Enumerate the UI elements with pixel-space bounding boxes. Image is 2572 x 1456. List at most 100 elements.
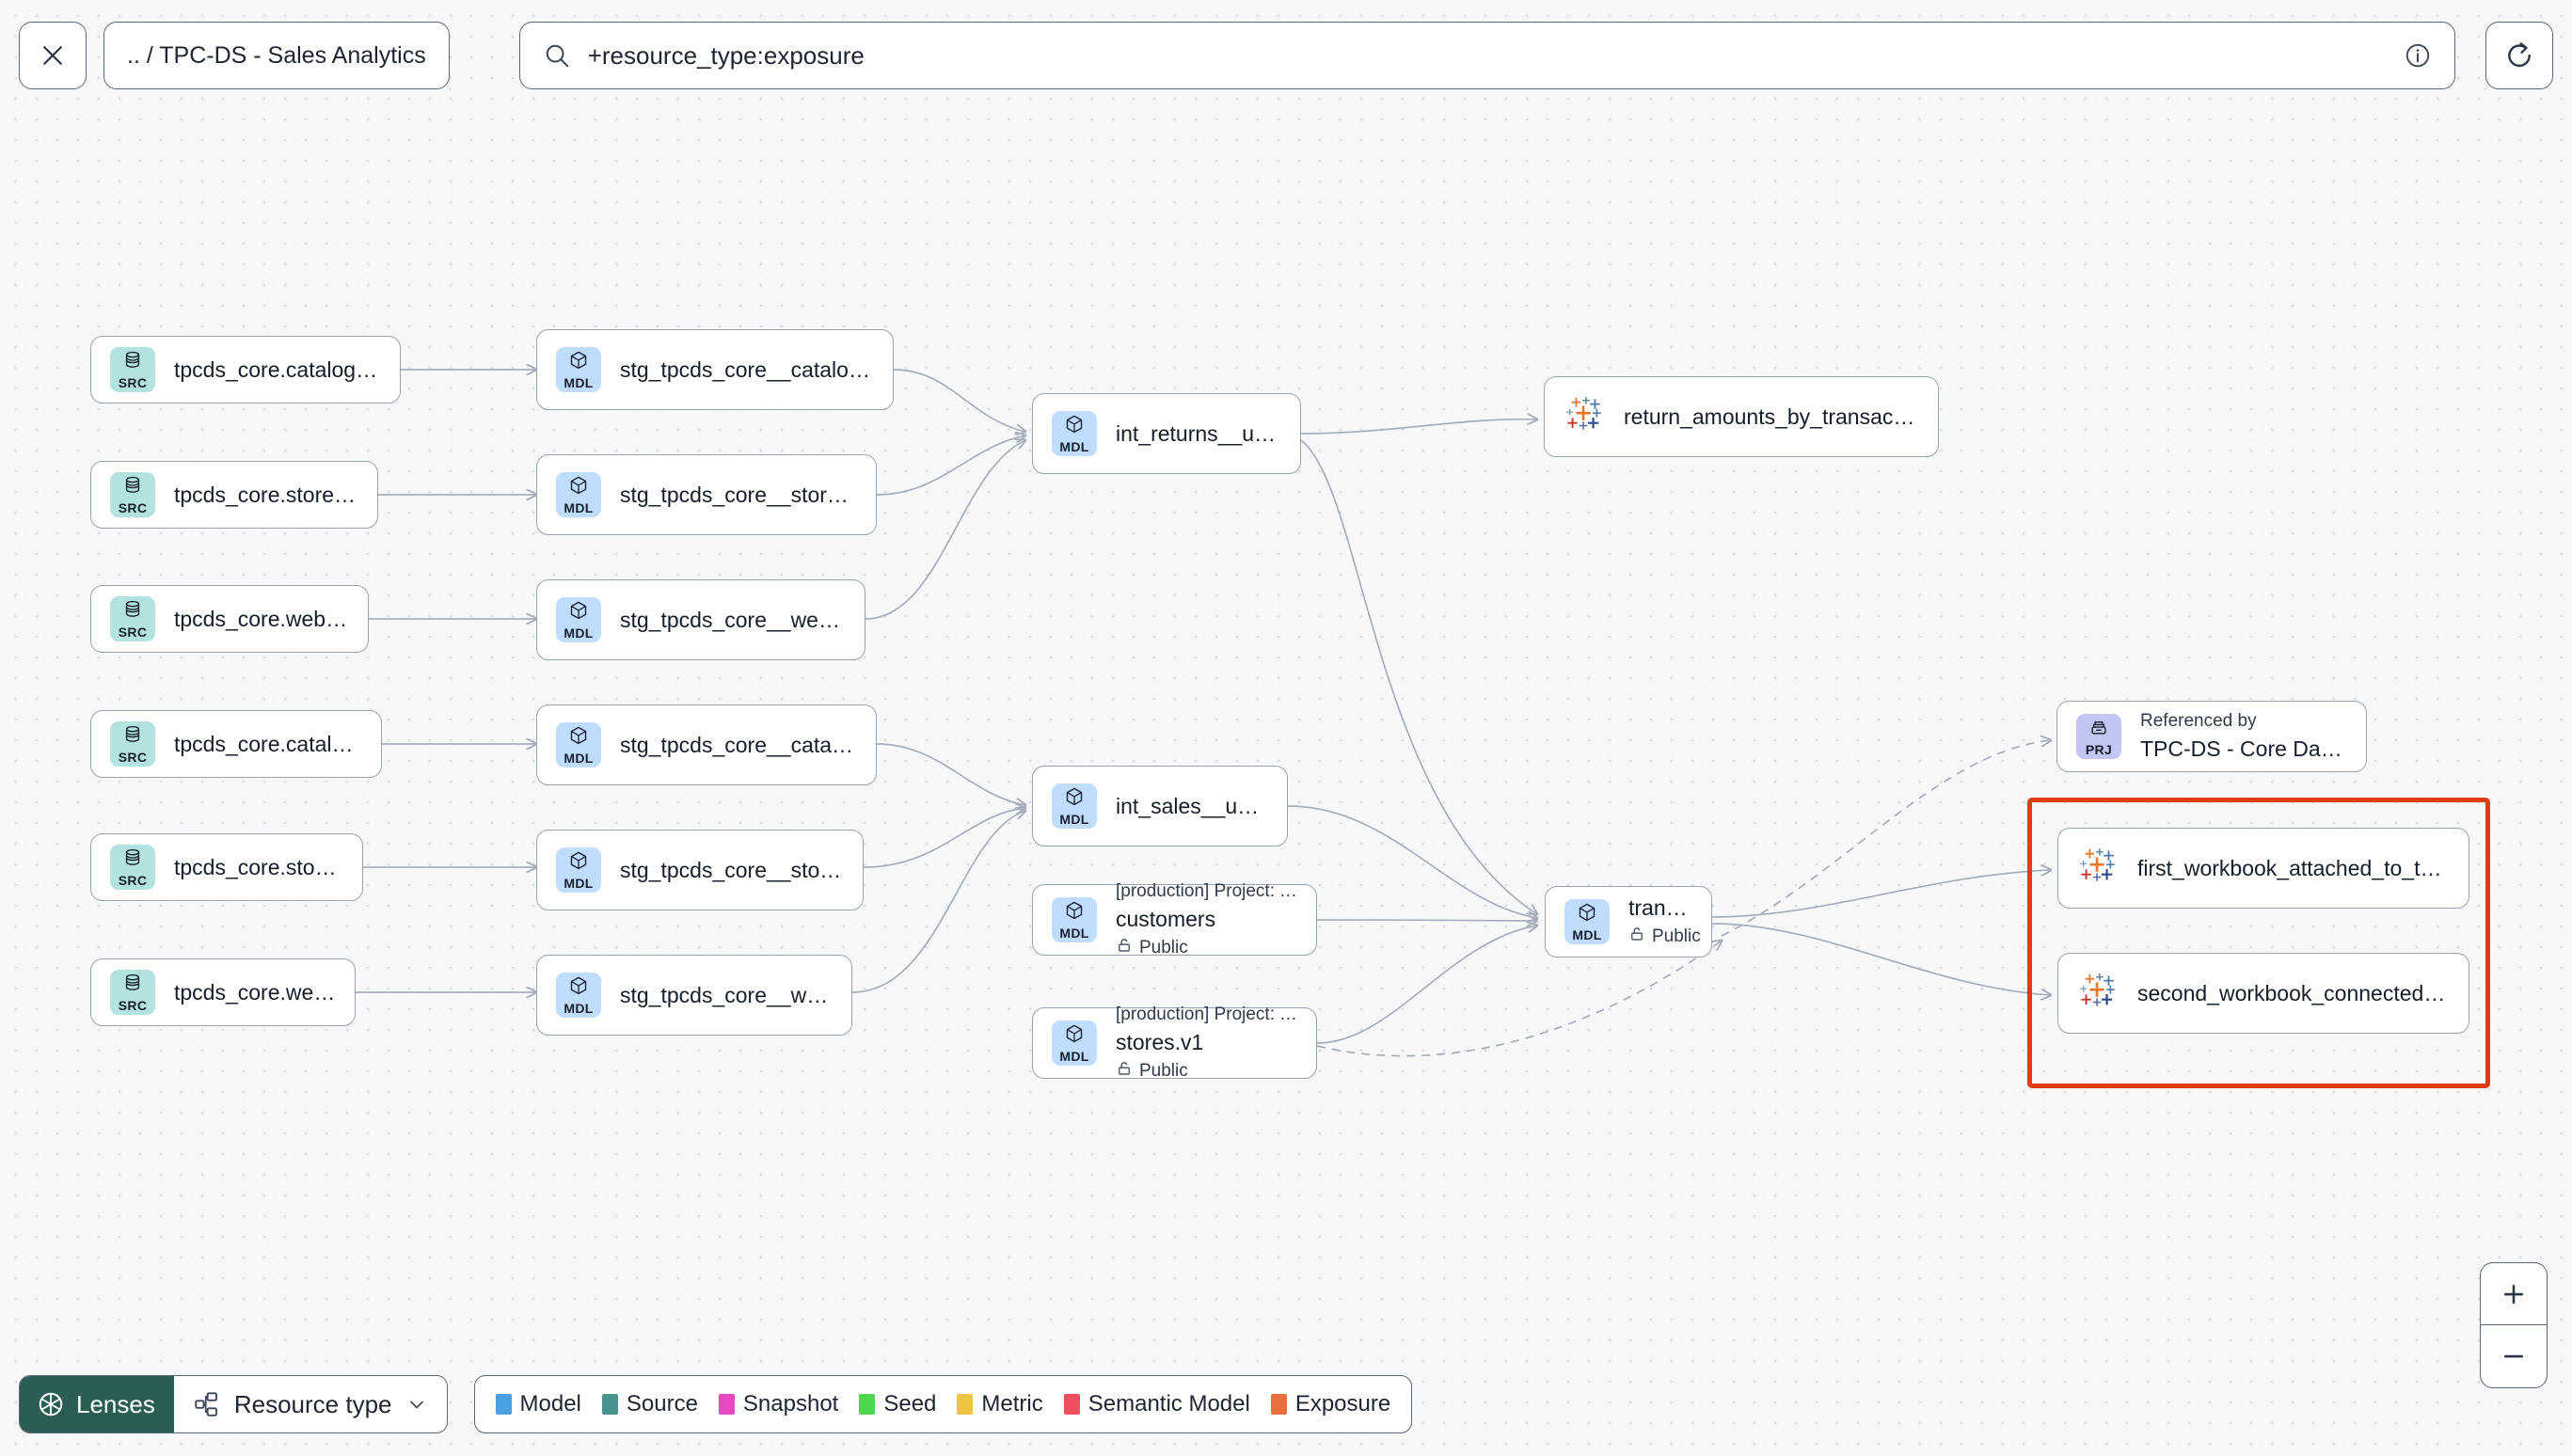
model-badge: MDL <box>556 472 601 517</box>
close-button[interactable] <box>19 22 87 89</box>
legend-label: Model <box>519 1391 581 1416</box>
zoom-out-button[interactable] <box>2481 1325 2547 1387</box>
node-title: return_amounts_by_transaction_type <box>1624 404 1919 429</box>
model-badge: MDL <box>1564 899 1610 944</box>
badge-label: SRC <box>118 873 148 888</box>
lineage-node-stg-web-sales[interactable]: MDL stg_tpcds_core__web_sales <box>536 955 852 1036</box>
badge-label: MDL <box>1059 439 1089 454</box>
legend-swatch <box>718 1394 735 1415</box>
legend-swatch <box>1270 1394 1287 1415</box>
node-body: tpcds_core.web_returns <box>174 607 349 632</box>
node-title: stores.v1 <box>1116 1029 1204 1054</box>
cube-icon <box>568 350 589 375</box>
legend-item-source[interactable]: Source <box>601 1391 698 1417</box>
project-badge: PRJ <box>2076 714 2121 759</box>
model-badge: MDL <box>556 847 601 893</box>
breadcrumb[interactable]: .. / TPC-DS - Sales Analytics <box>103 22 450 89</box>
node-title: tpcds_core.web_returns <box>174 606 349 631</box>
lineage-node-mdl-customers[interactable]: MDL[production] Project: TPC-DS - Core D… <box>1032 880 1317 959</box>
legend-item-metric[interactable]: Metric <box>957 1391 1043 1417</box>
model-badge: MDL <box>1052 1021 1097 1066</box>
badge-label: PRJ <box>2085 742 2113 757</box>
node-body: tpcds_core.catalog_sales <box>174 732 362 757</box>
chevron-down-icon <box>409 1401 423 1409</box>
search-bar[interactable]: +resource_type:exposure <box>518 22 2455 89</box>
badge-label: MDL <box>1572 927 1602 942</box>
legend-item-model[interactable]: Model <box>495 1391 581 1417</box>
node-body: stg_tpcds_core__web_returns <box>620 608 846 633</box>
close-icon <box>43 46 62 65</box>
zoom-controls[interactable] <box>2480 1262 2548 1388</box>
minus-icon <box>2503 1354 2524 1358</box>
model-badge: MDL <box>1052 411 1097 456</box>
lenses-button[interactable]: Lenses <box>20 1376 174 1432</box>
database-icon <box>122 724 143 750</box>
search-input[interactable]: +resource_type:exposure <box>587 40 865 70</box>
model-badge: MDL <box>1052 783 1097 829</box>
node-title: second_workbook_connected_to_live… <box>2137 980 2450 1005</box>
lineage-node-src-catalog-sales[interactable]: SRC tpcds_core.catalog_sales <box>90 710 382 778</box>
legend-item-exposure[interactable]: Exposure <box>1270 1391 1390 1417</box>
zoom-in-button[interactable] <box>2481 1263 2547 1325</box>
badge-label: MDL <box>564 500 594 515</box>
lock-icon <box>1116 1060 1133 1083</box>
lineage-node-exp-second-workbook[interactable]: second_workbook_connected_to_live… <box>2057 953 2469 1034</box>
node-title: TPC-DS - Core Data Models <box>2140 736 2347 761</box>
node-title: tpcds_core.store_sales <box>174 854 343 879</box>
node-title: int_returns__unioned <box>1116 420 1281 446</box>
node-title: stg_tpcds_core__store_sales <box>620 857 844 882</box>
node-body: tpcds_core.web_sales <box>174 980 336 1005</box>
lineage-node-src-store-sales[interactable]: SRC tpcds_core.store_sales <box>90 833 363 901</box>
refresh-button[interactable] <box>2485 22 2553 89</box>
node-title: transactions <box>1628 895 1692 920</box>
legend-label: Metric <box>981 1391 1043 1416</box>
lineage-node-stg-store-sales[interactable]: MDL stg_tpcds_core__store_sales <box>536 830 864 910</box>
cube-icon <box>568 850 589 876</box>
node-subtitle: [production] Project: TPC-DS - Core Data… <box>1116 880 1297 901</box>
legend-item-seed[interactable]: Seed <box>859 1391 936 1417</box>
cube-icon <box>568 975 589 1001</box>
lineage-node-int-returns-unioned[interactable]: MDL int_returns__unioned <box>1032 393 1301 474</box>
legend-swatch <box>601 1394 618 1415</box>
badge-label: MDL <box>564 1001 594 1016</box>
lineage-node-exp-first-workbook[interactable]: first_workbook_attached_to_tpc-ds_-_… <box>2057 828 2469 909</box>
node-title: stg_tpcds_core__web_sales <box>620 982 833 1007</box>
lineage-node-exp-return-amounts[interactable]: return_amounts_by_transaction_type <box>1544 376 1939 457</box>
node-body: [production] Project: TPC-DS - Core Data… <box>1116 1005 1297 1083</box>
legend-item-semantic-model[interactable]: Semantic Model <box>1063 1391 1250 1417</box>
node-body: return_amounts_by_transaction_type <box>1624 404 1919 430</box>
source-badge: SRC <box>110 472 155 517</box>
legend-swatch <box>859 1394 876 1415</box>
plus-icon <box>2503 1284 2524 1304</box>
search-icon <box>543 41 571 70</box>
refresh-icon <box>2508 42 2531 68</box>
legend-item-snapshot[interactable]: Snapshot <box>718 1391 838 1417</box>
cube-icon <box>1064 900 1085 926</box>
hierarchy-icon <box>195 1392 217 1416</box>
lineage-node-mdl-stores[interactable]: MDL [production] Project: TPC-DS - Core D… <box>1032 1005 1317 1081</box>
lineage-node-mdl-transactions[interactable]: MDLtransactions Public <box>1545 886 1712 957</box>
info-icon[interactable] <box>2404 41 2432 70</box>
cube-icon <box>1577 902 1597 927</box>
model-badge: MDL <box>556 722 601 768</box>
bottom-toolbar: Lenses Resource type Model Source <box>19 1375 1413 1433</box>
source-badge: SRC <box>110 721 155 767</box>
badge-label: MDL <box>564 375 594 390</box>
database-icon <box>122 973 143 998</box>
resource-type-dropdown[interactable]: Resource type <box>173 1376 447 1432</box>
node-visibility: Public <box>1116 937 1297 959</box>
cube-icon <box>568 600 589 625</box>
node-title: customers <box>1116 906 1216 931</box>
